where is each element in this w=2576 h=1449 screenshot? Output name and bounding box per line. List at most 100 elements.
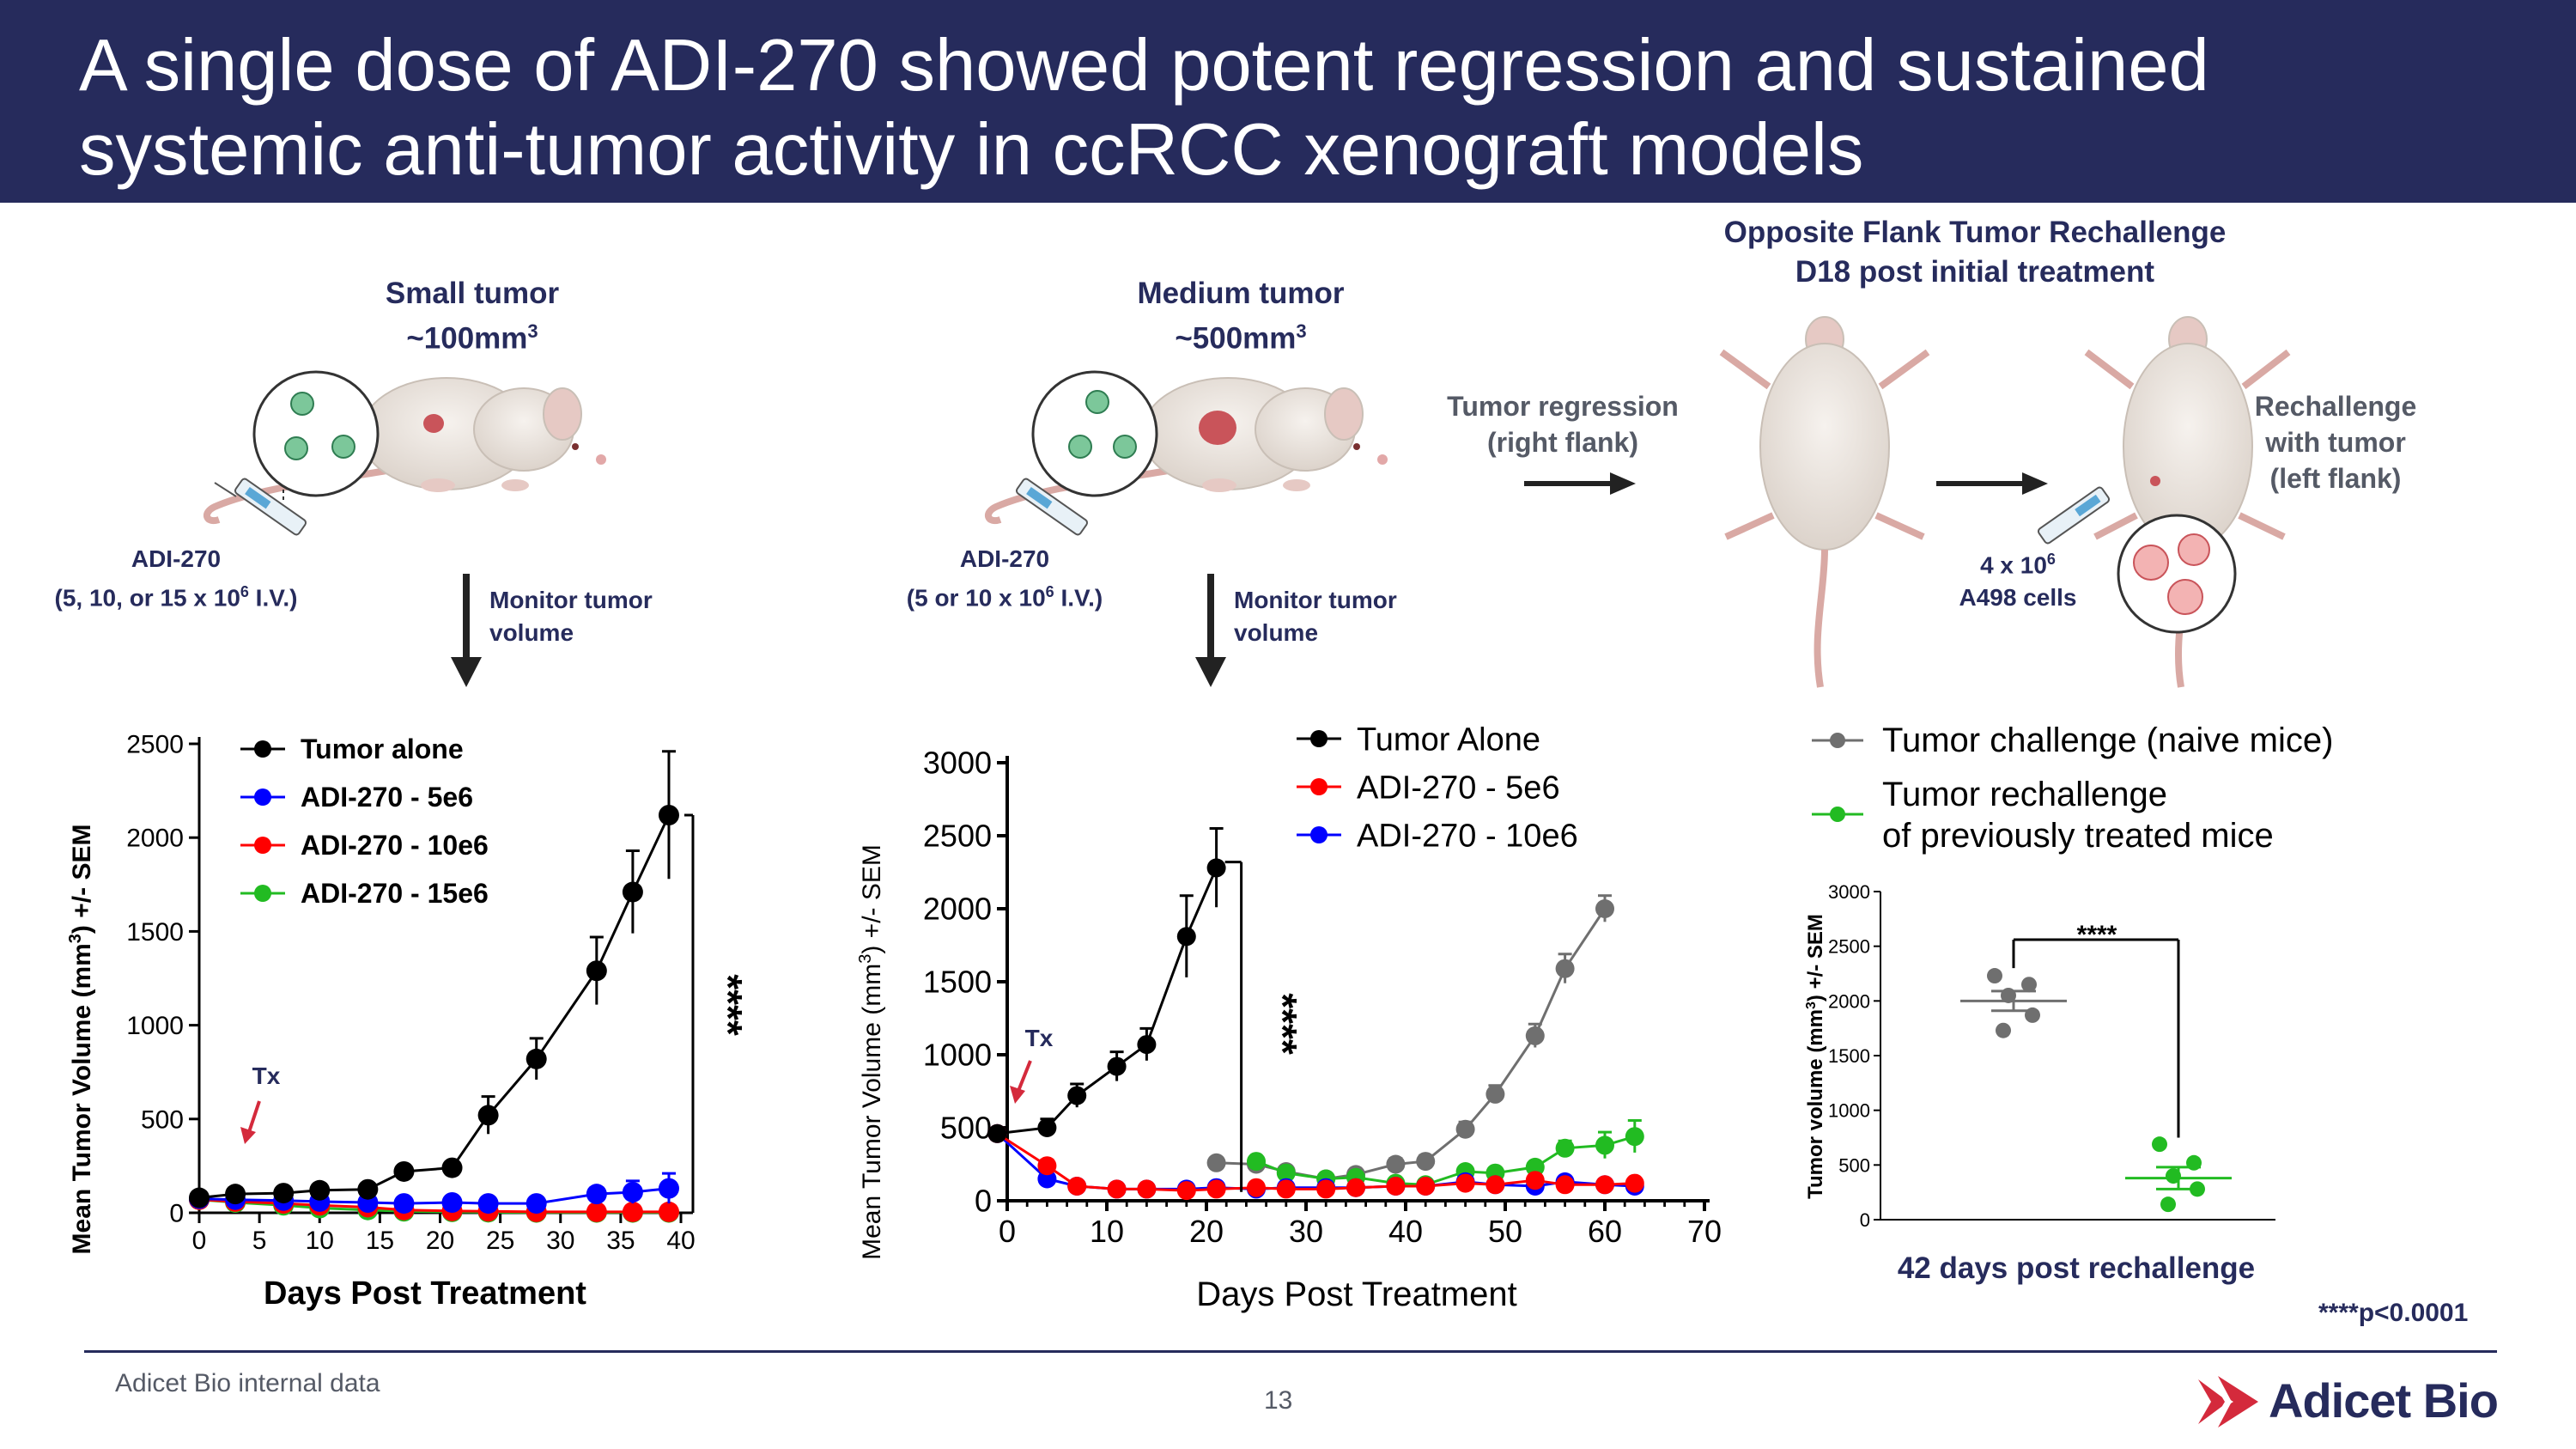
x-tick-label: 0: [192, 1227, 207, 1255]
chart2-y-axis-label: Mean Tumor Volume (mm3) +/- SEM: [856, 844, 886, 1260]
y-tick-label: 2000: [1828, 990, 1870, 1012]
data-point-tumor-alone: [1037, 1118, 1057, 1137]
data-point-tumor-rechallenge-of-previously-treated-mice: [2160, 1196, 2176, 1213]
data-point-adi-270-10e6: [586, 1201, 607, 1222]
x-tick-label: 50: [1488, 1214, 1522, 1249]
chart1-plot-area: [189, 750, 695, 1223]
x-tick-label: 30: [1289, 1214, 1323, 1249]
title-line-1: A single dose of ADI-270 showed potent r…: [79, 25, 2209, 107]
data-point-tumor-rechallenge-of-previously-treated-mice: [2166, 1168, 2181, 1184]
y-tick-label: 1000: [126, 1012, 184, 1040]
chart1-x-axis-label: Days Post Treatment: [264, 1275, 586, 1312]
y-tick-label: 0: [1860, 1209, 1870, 1231]
chart3-x-caption: 42 days post rechallenge: [1898, 1251, 2255, 1285]
data-point-adi-270-10e6: [658, 1201, 679, 1222]
arrow-down-middle-icon: [1195, 574, 1226, 687]
x-tick-label: 60: [1588, 1214, 1622, 1249]
legend-item-tumor-rechallenge: Tumor rechallenge of previously treated …: [1812, 776, 2274, 855]
rechallenge-legend: Tumor challenge (naive mice) Tumor recha…: [1812, 721, 2333, 855]
series-line-tumor-alone: [198, 814, 671, 1200]
p-value-note: ****p<0.0001: [2318, 1299, 2469, 1327]
arrow-right-regression-icon: [1524, 472, 1636, 495]
y-tick-label: 0: [169, 1200, 184, 1228]
mouse-left-illustration: [204, 377, 606, 525]
syringe-right-icon: [2037, 486, 2111, 545]
arrow-right-rechallenge-icon: [1936, 472, 2048, 495]
y-tick-label: 3000: [1828, 881, 1870, 903]
syringe-left-icon: [214, 478, 307, 536]
data-point-tumor-alone: [526, 1048, 547, 1069]
data-point-adi-270-5e6: [1206, 1179, 1226, 1199]
data-point-adi-270-5e6: [586, 1184, 607, 1205]
data-point-adi-270-5e6: [526, 1193, 547, 1215]
x-tick-label: 25: [486, 1227, 514, 1255]
legend-marker: [254, 837, 271, 854]
data-point-adi-270-5e6: [1485, 1175, 1505, 1195]
y-tick-label: 1500: [1828, 1045, 1870, 1067]
data-point-tumor-alone: [477, 1105, 499, 1126]
chart1-y-axis-label: Mean Tumor Volume (mm3) +/- SEM: [66, 825, 96, 1255]
y-tick-label: 2000: [923, 892, 992, 927]
data-point-tumor-alone: [225, 1184, 246, 1205]
y-tick-label: 1500: [126, 918, 184, 947]
data-point-tumor-challenge-naive-mice: [1455, 1119, 1475, 1139]
data-point-tumor-challenge-naive-mice: [1386, 1154, 1406, 1174]
y-tick-label: 500: [940, 1111, 992, 1146]
tumor-cell-bubble-icon: [2117, 514, 2237, 634]
data-point-adi-270-10e6: [1037, 1169, 1057, 1189]
y-tick-label: 0: [975, 1184, 992, 1219]
data-point-adi-270-5e6: [622, 1181, 643, 1202]
legend-marker: [1310, 826, 1327, 843]
footer-divider: [84, 1350, 2497, 1353]
data-point-tumor-challenge-naive-mice: [1555, 959, 1575, 978]
data-point-adi-270-5e6: [1067, 1177, 1087, 1196]
page-number: 13: [1264, 1386, 1293, 1415]
x-tick-label: 5: [252, 1227, 267, 1255]
x-tick-label: 15: [366, 1227, 394, 1255]
data-point-adi-270-5e6: [1346, 1178, 1365, 1197]
data-point-adi-270-5e6: [1455, 1173, 1475, 1193]
legend-label-tumor-alone: Tumor alone: [301, 734, 464, 764]
y-tick-label: 2500: [126, 731, 184, 759]
adi-dose-middle-label: ADI-270 (5 or 10 x 106 I.V.): [906, 545, 1103, 612]
x-tick-label: 20: [426, 1227, 454, 1255]
data-point-adi-270-5e6: [1037, 1156, 1057, 1176]
chart1-significance-label: ****: [706, 974, 750, 1036]
data-point-adi-270-5e6: [1176, 1181, 1196, 1201]
schematic-illustrations: [204, 316, 2291, 688]
legend-item-tumor-challenge: Tumor challenge (naive mice): [1812, 721, 2333, 759]
chart2-tx-arrow-icon: [1010, 1060, 1032, 1104]
brand-name: Adicet Bio: [2269, 1373, 2499, 1428]
data-point-tumor-rechallenge-of-previously-treated-mice: [2152, 1136, 2167, 1153]
data-point-adi-270-5e6: [1107, 1179, 1127, 1199]
data-point-adi-270-5e6: [1595, 1175, 1614, 1195]
data-point-tumor-challenge-naive-mice: [1987, 968, 2002, 984]
data-point-tumor-alone: [658, 804, 679, 825]
data-point-tumor-alone: [1107, 1056, 1127, 1076]
mouse-topview-regression-illustration: [1719, 316, 1930, 688]
data-point-tumor-challenge-naive-mice: [1485, 1084, 1505, 1104]
data-point-adi-270-5e6: [1386, 1177, 1406, 1196]
data-point-adi-270-5e6: [1625, 1173, 1644, 1193]
chart3-plot-area: [1880, 938, 2275, 1221]
syringe-middle-icon: [1015, 478, 1089, 536]
data-point-tumor-challenge-naive-mice: [1416, 1152, 1436, 1172]
regression-label: Tumor regression(right flank): [1447, 391, 1679, 458]
x-tick-label: 70: [1687, 1214, 1722, 1249]
y-tick-label: 1000: [1828, 1100, 1870, 1122]
data-point-adi-270-5e6: [1247, 1178, 1266, 1197]
y-tick-label: 500: [1838, 1154, 1870, 1176]
data-point-adi-270-5e6: [1276, 1179, 1296, 1199]
y-tick-label: 2500: [923, 819, 992, 854]
legend-marker: [254, 740, 271, 758]
data-point-tumor-challenge-naive-mice: [2025, 1007, 2040, 1023]
data-point-tumor-challenge-naive-mice: [1525, 1026, 1545, 1045]
data-point-adi-270-5e6: [477, 1193, 499, 1215]
y-tick-label: 1500: [923, 965, 992, 1000]
